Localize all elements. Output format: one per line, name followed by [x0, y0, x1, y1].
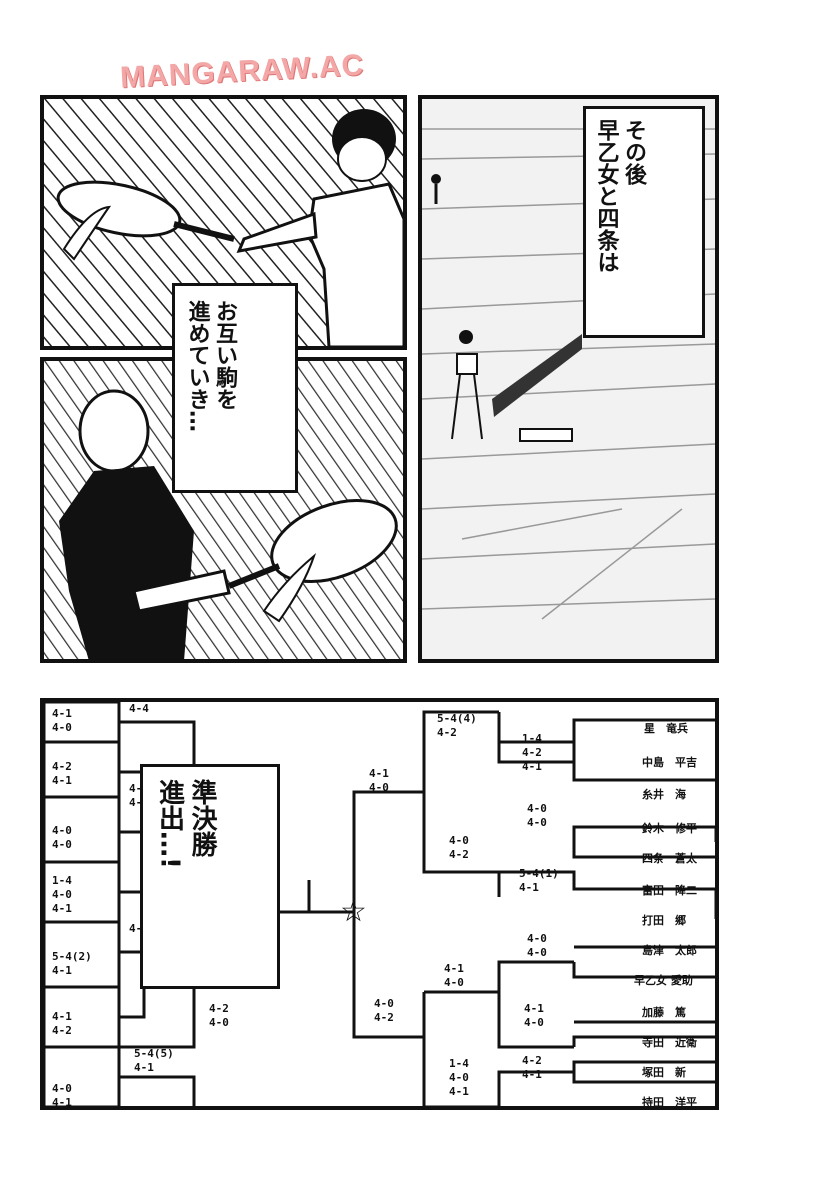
- score-l9: 5-4(5) 4-1: [134, 1047, 174, 1074]
- player-name: 糸井 海: [642, 788, 686, 801]
- caption-line-3: お互い駒を: [212, 300, 237, 410]
- player-name: 寺田 近衛: [642, 1036, 697, 1049]
- player-name: 早乙女 愛助: [634, 974, 693, 987]
- score-l3: 4-0 4-0: [52, 824, 72, 851]
- player-name: 星 竜兵: [644, 722, 688, 735]
- player-name: 富田 降二: [642, 884, 697, 897]
- top-right-caption: その後 早乙女と四条は: [583, 106, 705, 338]
- score-l7: 4-0 4-1: [52, 1082, 72, 1109]
- caption-line-6: 進出…!: [154, 779, 185, 869]
- bracket-lines: [44, 702, 715, 1106]
- star-marker: ☆: [340, 894, 367, 929]
- player-name: 中島 平吉: [642, 756, 697, 769]
- score-r5: 4-0 4-2: [449, 834, 469, 861]
- caption-line-5: 準決勝: [187, 779, 217, 857]
- score-r3: 4-1 4-0: [369, 767, 389, 794]
- score-l6: 4-1 4-2: [52, 1010, 72, 1037]
- score-l8: 4-2 4-0: [209, 1002, 229, 1029]
- player-name: 塚田 新: [642, 1066, 686, 1079]
- player-name: 鈴木 修平: [642, 822, 697, 835]
- score-r1: 5-4(4) 4-2: [437, 712, 477, 739]
- player-name: 打田 郷: [642, 914, 686, 927]
- player-name: 島津 太郎: [642, 944, 697, 957]
- score-l2: 4-2 4-1: [52, 760, 72, 787]
- score-l5: 5-4(2) 4-1: [52, 950, 92, 977]
- panel-bracket: ☆ 5-4(4) 4-2 1-4 4-2 4-1 4-1 4-0 4-0 4-0…: [40, 698, 719, 1110]
- score-r7: 4-0 4-0: [527, 932, 547, 959]
- panel-backhand: [40, 357, 407, 663]
- score-r8: 4-1 4-0: [444, 962, 464, 989]
- caption-line-1: その後: [621, 119, 646, 185]
- score-r12: 4-2 4-1: [522, 1054, 542, 1081]
- score-r6: 5-4(1) 4-1: [519, 867, 559, 894]
- player-name: 加藤 篤: [642, 1006, 686, 1019]
- score-r10: 4-0 4-2: [374, 997, 394, 1024]
- score-r4: 4-0 4-0: [527, 802, 547, 829]
- player-name: 四条 蒼太: [642, 852, 697, 865]
- watermark: MANGARAW.AC: [119, 48, 365, 95]
- bracket-caption: 準決勝 進出…!: [140, 764, 280, 989]
- score-l1: 4-1 4-0: [52, 707, 72, 734]
- middle-caption: お互い駒を 進めていき…: [172, 283, 298, 493]
- score-l4: 1-4 4-0 4-1: [52, 874, 72, 915]
- score-r2: 1-4 4-2 4-1: [522, 732, 542, 773]
- score-l12: 4-4: [129, 702, 149, 715]
- player-name: 持田 洋平: [642, 1096, 697, 1109]
- caption-line-2: 早乙女と四条は: [593, 119, 619, 273]
- backhand-illustration: [44, 361, 403, 659]
- caption-line-4: 進めていき…: [184, 300, 210, 432]
- score-r9: 4-1 4-0: [524, 1002, 544, 1029]
- score-r11: 1-4 4-0 4-1: [449, 1057, 469, 1098]
